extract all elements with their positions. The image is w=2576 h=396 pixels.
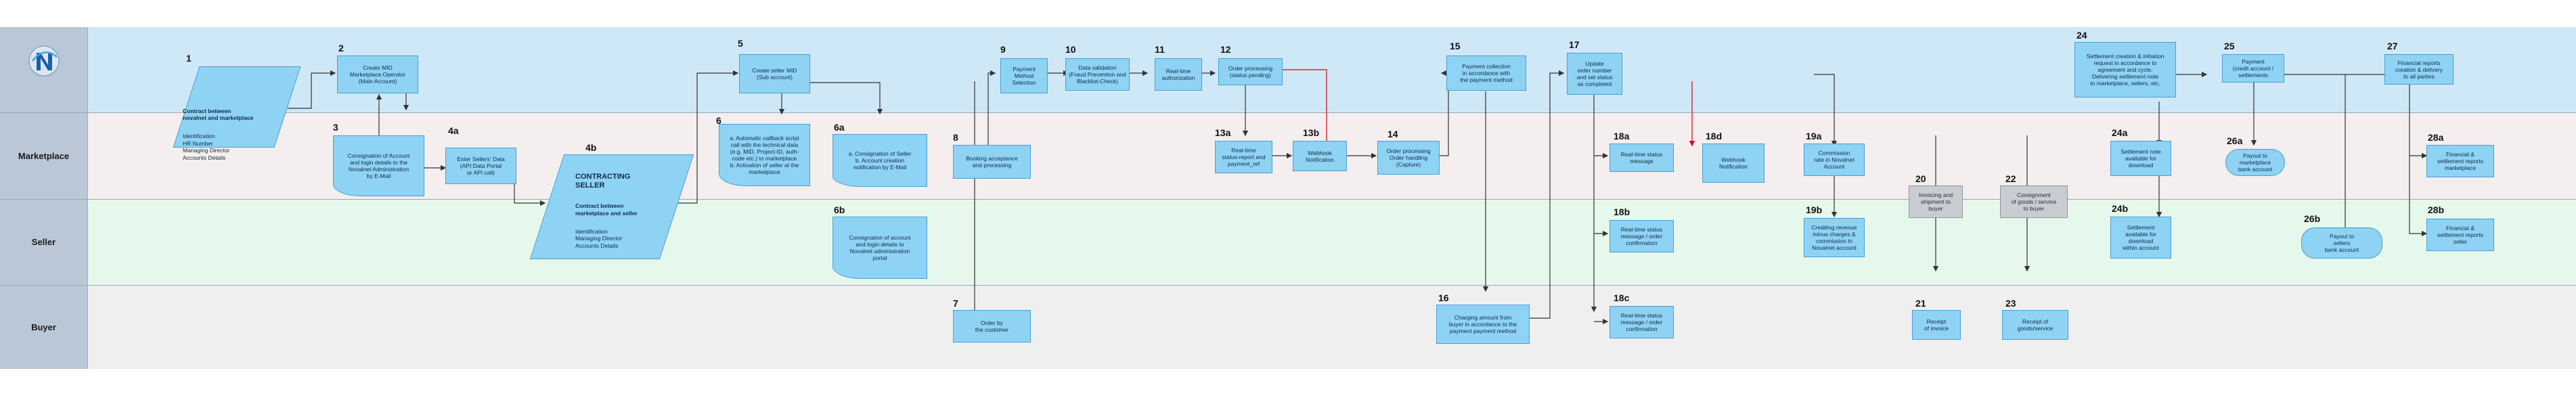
lane-buyer: Buyer [0, 285, 2576, 369]
settlement-download-box: Settlement available for download within… [2110, 217, 2171, 259]
lane-label-buyer: Buyer [0, 285, 88, 369]
step-number: 24a [2112, 127, 2128, 138]
webhook-notification-2-box: Webhook Notification [1702, 144, 1764, 183]
realtime-auth-box: Real-time authorization [1155, 58, 1202, 91]
realtime-status-seller-box: Real-time status message / order confirm… [1609, 220, 1674, 252]
payment-credit-box: Payment (credit account / settlements [2222, 54, 2284, 83]
step-number: 13a [1215, 127, 1231, 138]
step-number: 19b [1806, 204, 1823, 215]
contracting-seller-sub: Contract between marketplace and seller [575, 202, 638, 217]
step-number: 27 [2387, 41, 2398, 51]
financial-reports-box: Financial reports creation & delivery to… [2384, 54, 2453, 85]
charging-amount-box: Charging amount from buyer in accordance… [1436, 305, 1530, 344]
realtime-status-buyer-box: Real-time status message / order confirm… [1609, 306, 1674, 338]
enter-sellers-data-box: Enter Sellers' Data (API Data Portal or … [445, 148, 516, 184]
step-number: 19a [1806, 131, 1822, 141]
contracting-seller-title: CONTRACTING SELLER [575, 172, 631, 190]
realtime-status-report-box: Real-time status-report and payment_ref [1215, 141, 1272, 173]
step-number: 28a [2428, 132, 2444, 143]
consignation-login-box: Consignation of account and login detail… [832, 217, 927, 279]
financial-reports-marketplace-box: Financial & settlement reports marketpla… [2426, 145, 2494, 177]
order-by-customer-box: Order by the customer [953, 310, 1031, 343]
step-number: 28b [2428, 204, 2445, 215]
payment-collection-box: Payment collection in accordance with th… [1446, 56, 1526, 91]
contracting-seller-text: CONTRACTING SELLER Contract between mark… [575, 165, 670, 257]
step-number: 20 [1915, 173, 1926, 184]
step-number: 18b [1614, 206, 1630, 217]
lane-divider [0, 199, 2576, 200]
data-validation-box: Data validation (Fraud Prevention and Bl… [1065, 58, 1130, 91]
update-order-box: Update order number and set status as co… [1567, 53, 1622, 95]
contract-novalnet-text: Contract between novalnet and marketplac… [183, 100, 281, 169]
webhook-notification-box: Webhook Notification [1293, 141, 1347, 171]
step-number: 24 [2077, 30, 2087, 41]
step-number: 11 [1155, 44, 1165, 55]
invoicing-shipment-box: Invoicing and shipment to buyer [1909, 185, 1963, 218]
step-number: 26a [2227, 135, 2243, 146]
step-number: 2 [338, 43, 344, 53]
step-number: 8 [953, 132, 958, 143]
order-capture-box: Order processing Order handling (Capture… [1377, 141, 1440, 175]
lane-divider [0, 112, 2576, 113]
step-number: 7 [953, 298, 958, 309]
step-number: 4a [448, 125, 459, 136]
create-seller-mid-box: Create seller MID (Sub account) [739, 54, 810, 93]
consignation-account-box: Consignation of Account and login detail… [333, 135, 424, 196]
novalnet-logo-icon [28, 45, 60, 76]
step-number: 14 [1387, 129, 1398, 139]
create-mid-box: Create MID Marketplace Operator (Main Ac… [337, 56, 418, 93]
booking-acceptance-box: Booking acceptance and processing [953, 145, 1031, 179]
step-number: 21 [1915, 298, 1926, 309]
step-number: 17 [1569, 39, 1580, 50]
step-number: 18a [1614, 131, 1630, 141]
step-number: 1 [186, 53, 192, 64]
consignment-goods-box: Consignment of goods / service to buyer [2000, 185, 2068, 218]
payment-method-box: Payment Method Selection [1000, 58, 1048, 93]
settlement-note-box: Settlement note available for download [2110, 141, 2171, 176]
step-number: 18d [1706, 131, 1723, 141]
commission-rate-box: Commission rate in Novalnet Account [1804, 144, 1865, 176]
receipt-goods-box: Receipt of goods/service [2002, 310, 2068, 340]
step-number: 13b [1303, 127, 1320, 138]
step-number: 26b [2304, 213, 2321, 224]
contracting-seller-body: Identification Managing Director Account… [575, 227, 623, 249]
step-number: 5 [738, 38, 743, 49]
lane-divider [0, 285, 2576, 286]
step-number: 25 [2224, 41, 2235, 51]
financial-reports-seller-box: Financial & settlement reports seller [2426, 219, 2494, 251]
step-number: 3 [333, 122, 338, 133]
consignation-seller-box: a. Consignation of Seller b. Account cre… [832, 134, 927, 187]
step-number: 6b [834, 204, 845, 215]
step-number: 10 [1065, 44, 1076, 55]
crediting-revenue-box: Crediting revenue minus charges & commis… [1804, 218, 1865, 257]
step-number: 6a [834, 122, 845, 133]
step-number: 6 [716, 115, 721, 126]
order-pending-box: Order processing (status pending) [1218, 58, 1283, 85]
step-number: 12 [1220, 44, 1231, 55]
step-number: 22 [2005, 173, 2016, 184]
contract-novalnet-body: Identification HR Number Managing Direct… [183, 133, 230, 161]
settlement-creation-box: Settlement creation & initiation request… [2074, 42, 2176, 97]
step-number: 24b [2112, 203, 2129, 214]
callback-activation-box: a. Automatic callback script call with t… [719, 124, 810, 186]
step-number: 18c [1614, 292, 1630, 303]
step-number: 9 [1000, 44, 1006, 55]
contract-novalnet-title: Contract between novalnet and marketplac… [183, 107, 254, 122]
lane-label-seller: Seller [0, 199, 88, 285]
receipt-invoice-box: Receipt of invoice [1912, 310, 1961, 340]
lane-label-marketplace: Marketplace [0, 112, 88, 199]
step-number: 23 [2005, 298, 2016, 309]
realtime-status-msg-box: Real-time status message [1609, 144, 1674, 172]
step-number: 16 [1438, 292, 1449, 303]
payout-marketplace-box: Payout to marketplace bank account [2225, 149, 2285, 176]
payout-sellers-box: Payout to sellers bank account [2301, 227, 2382, 259]
step-number: 4b [585, 142, 597, 153]
step-number: 15 [1450, 41, 1461, 51]
